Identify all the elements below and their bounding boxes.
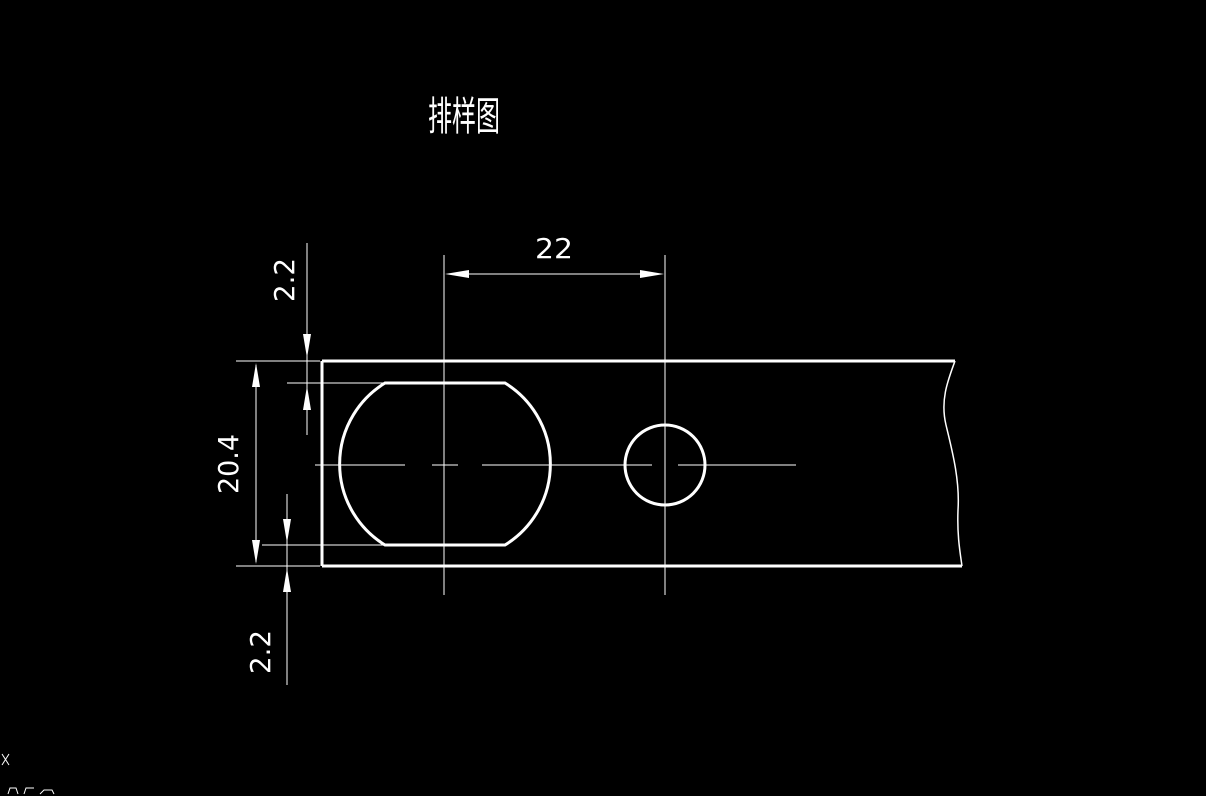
bottom-margin-dimension-label: 2.2	[244, 630, 277, 674]
drawing-title: 排样图	[428, 94, 500, 140]
bottom-margin-dimension[interactable]	[262, 494, 385, 685]
ucs-icon	[1, 753, 55, 795]
pitch-dimension-label: 22	[535, 232, 573, 265]
pitch-dimension[interactable]	[445, 270, 664, 278]
strip-width-dimension-label: 20.4	[212, 434, 245, 494]
top-margin-dimension[interactable]	[287, 243, 385, 435]
strip-break-line	[943, 360, 963, 567]
strip-width-dimension[interactable]	[236, 360, 320, 567]
oblong-blank-shape[interactable]	[338, 381, 552, 547]
top-margin-dimension-label: 2.2	[268, 258, 301, 302]
strip-outline[interactable]	[320, 359, 962, 568]
centerlines	[315, 255, 796, 595]
